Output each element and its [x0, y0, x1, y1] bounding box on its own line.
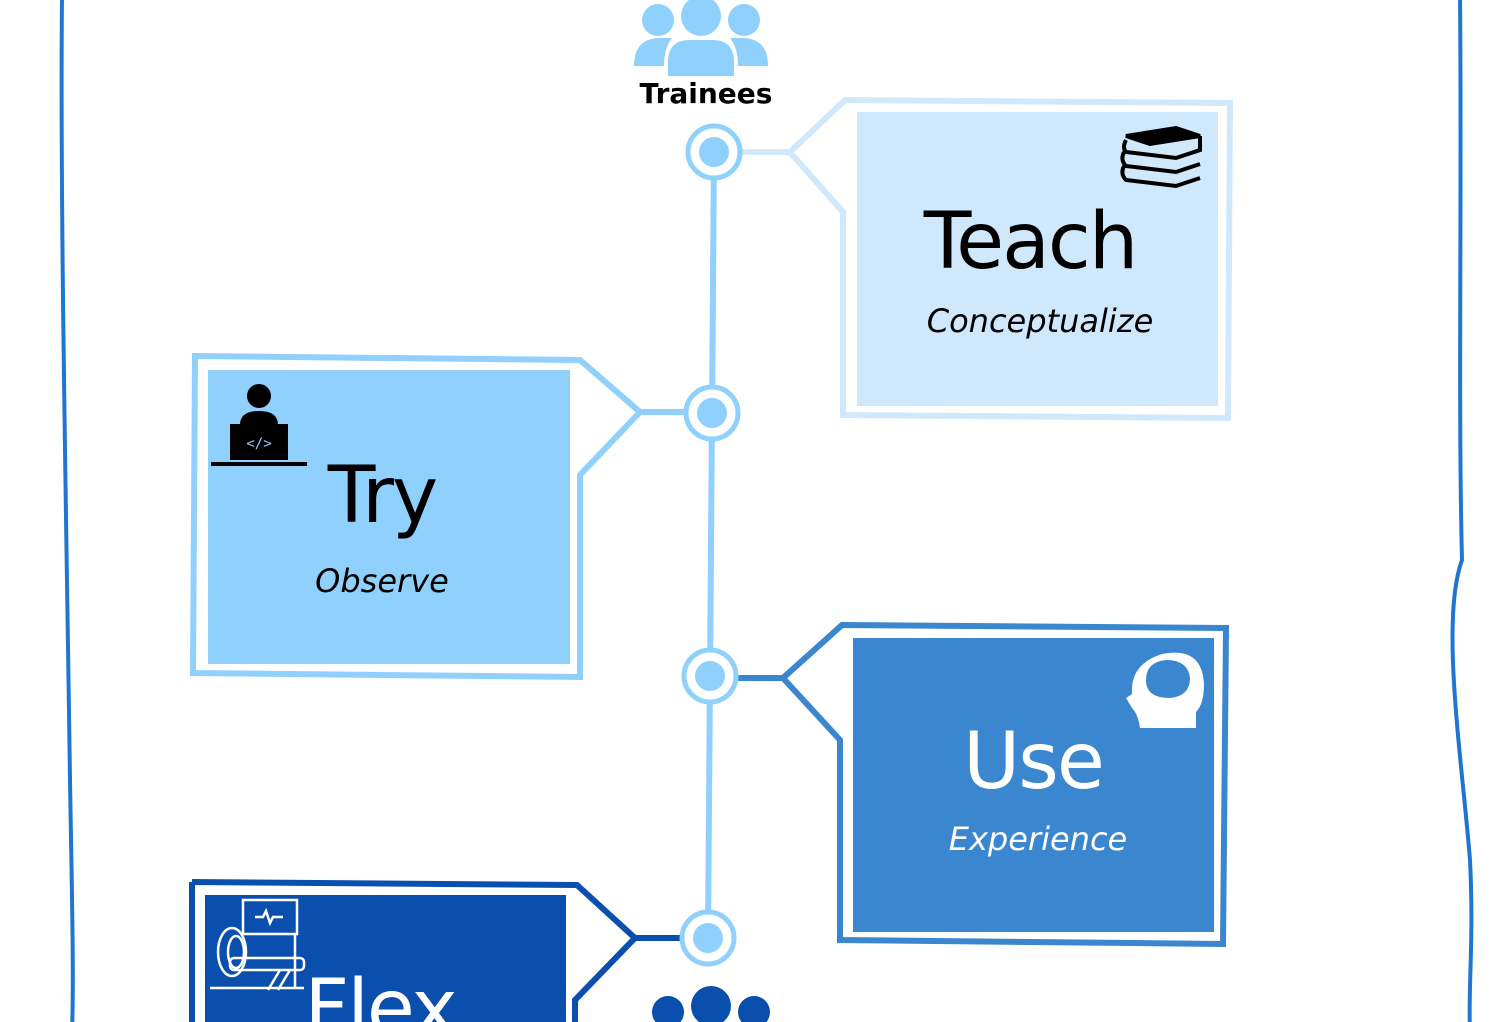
timeline-line — [705, 151, 717, 939]
books-icon — [1120, 125, 1202, 189]
mri-scanner-icon — [210, 898, 306, 991]
trainees-icon — [634, 0, 768, 76]
card-try: </> Try Observe — [189, 352, 688, 681]
timeline-node-dot — [693, 923, 723, 953]
card-title: Use — [963, 717, 1103, 807]
card-title: Try — [327, 451, 436, 541]
brain-head-icon — [1126, 652, 1204, 728]
card-teach: Teach Conceptualize — [740, 96, 1234, 422]
svg-text:</>: </> — [246, 436, 271, 452]
card-subtitle: Observe — [315, 562, 449, 600]
timeline-node-dot — [699, 137, 729, 167]
card-use: Use Experience — [736, 621, 1230, 948]
card-subtitle: Conceptualize — [927, 302, 1154, 340]
timeline-node-dot — [697, 398, 727, 428]
timeline-node-dot — [695, 661, 725, 691]
developer-laptop-icon: </> — [211, 384, 307, 466]
group-icon-bottom — [652, 986, 770, 1022]
card-subtitle: Experience — [949, 820, 1127, 858]
card-title: Flex — [304, 964, 455, 1022]
outer-frame — [59, 0, 1474, 1022]
trainees-label: Trainees — [640, 77, 773, 110]
card-title: Teach — [923, 197, 1137, 287]
card-flex: Flex — [189, 879, 682, 1022]
